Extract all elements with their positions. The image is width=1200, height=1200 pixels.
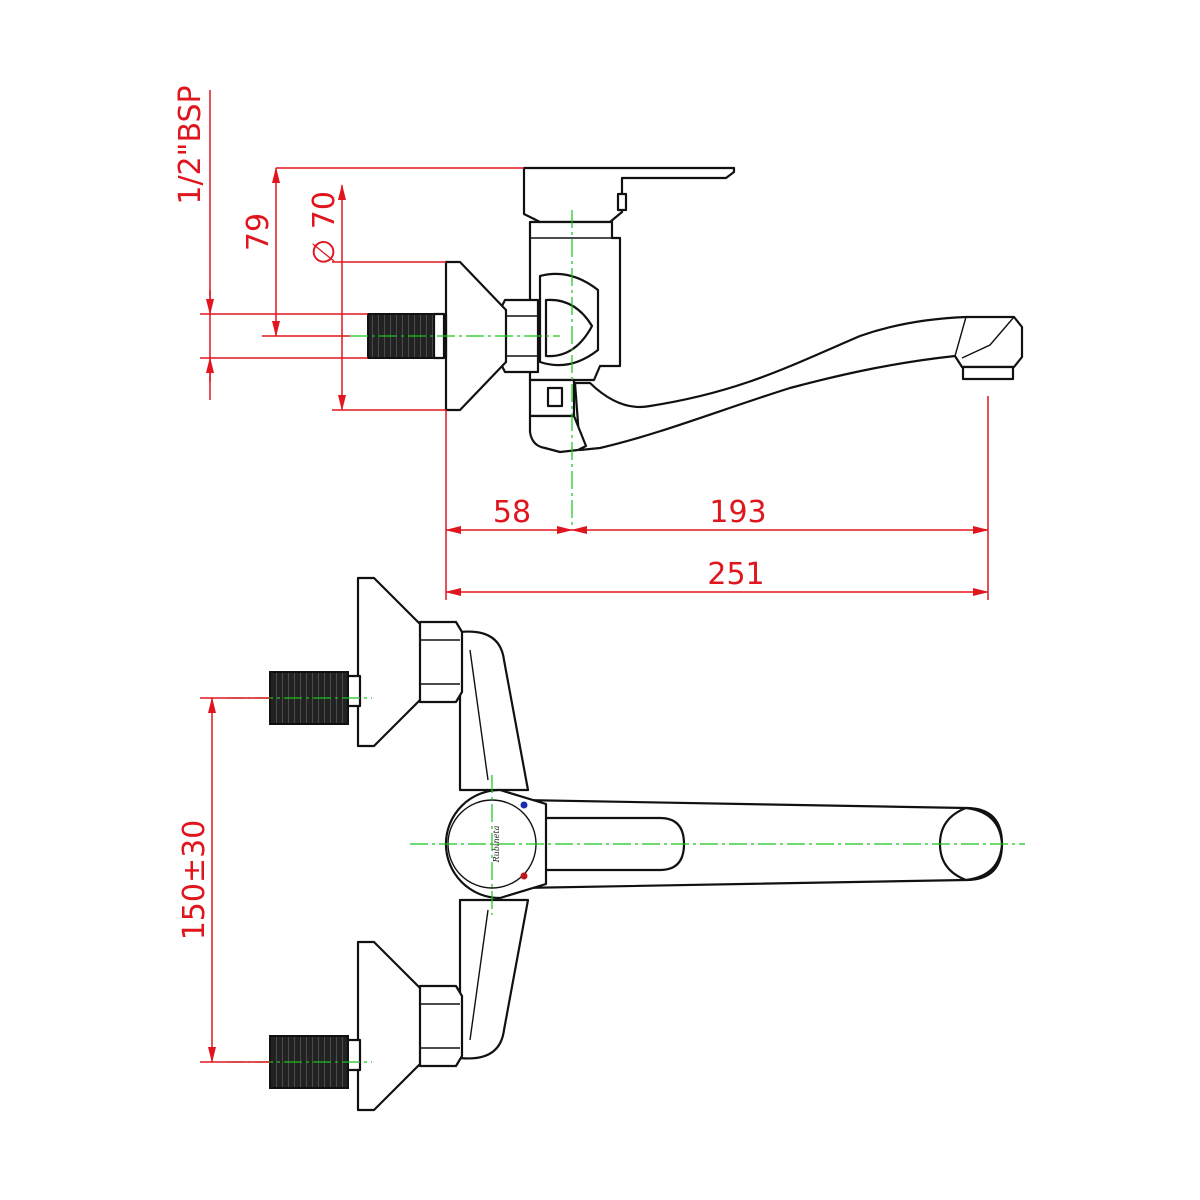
dim-flange-diameter: ∅ 70: [307, 184, 446, 411]
dim-total-reach-label: 251: [707, 557, 764, 592]
dim-flange-diameter-label: ∅ 70: [307, 191, 342, 265]
top-body-arm-lower: [458, 898, 530, 1060]
dim-reach-parts: 58 193: [445, 396, 989, 600]
side-lever: [522, 166, 736, 224]
side-view: [367, 166, 1024, 454]
dim-inlet-spacing-label: 150±30: [177, 820, 212, 941]
top-lever-disc: [444, 788, 548, 900]
dim-flange-height-label: 79: [241, 213, 276, 251]
dim-inlet-spacing: 150±30: [177, 697, 270, 1063]
dimensions: 1/2"BSP 79 ∅ 70 58 193 251: [173, 85, 989, 1063]
top-inlet-lower: [269, 940, 464, 1112]
dim-thread-size-label: 1/2"BSP: [173, 85, 208, 204]
dim-flange-height: 79: [241, 167, 524, 337]
side-centerlines: [350, 210, 573, 530]
dim-axis-to-outlet-label: 193: [709, 495, 766, 530]
cold-indicator-dot: [520, 801, 528, 809]
dim-wall-to-axis-label: 58: [493, 495, 531, 530]
side-aerator: [961, 365, 1015, 381]
brand-logo: Rubineta: [492, 825, 501, 863]
side-spout: [573, 315, 1024, 452]
top-body-arm-upper: [458, 630, 530, 792]
top-inlet-upper: [269, 576, 464, 748]
dim-total-reach: 251: [445, 557, 989, 596]
hot-indicator-dot: [520, 872, 528, 880]
